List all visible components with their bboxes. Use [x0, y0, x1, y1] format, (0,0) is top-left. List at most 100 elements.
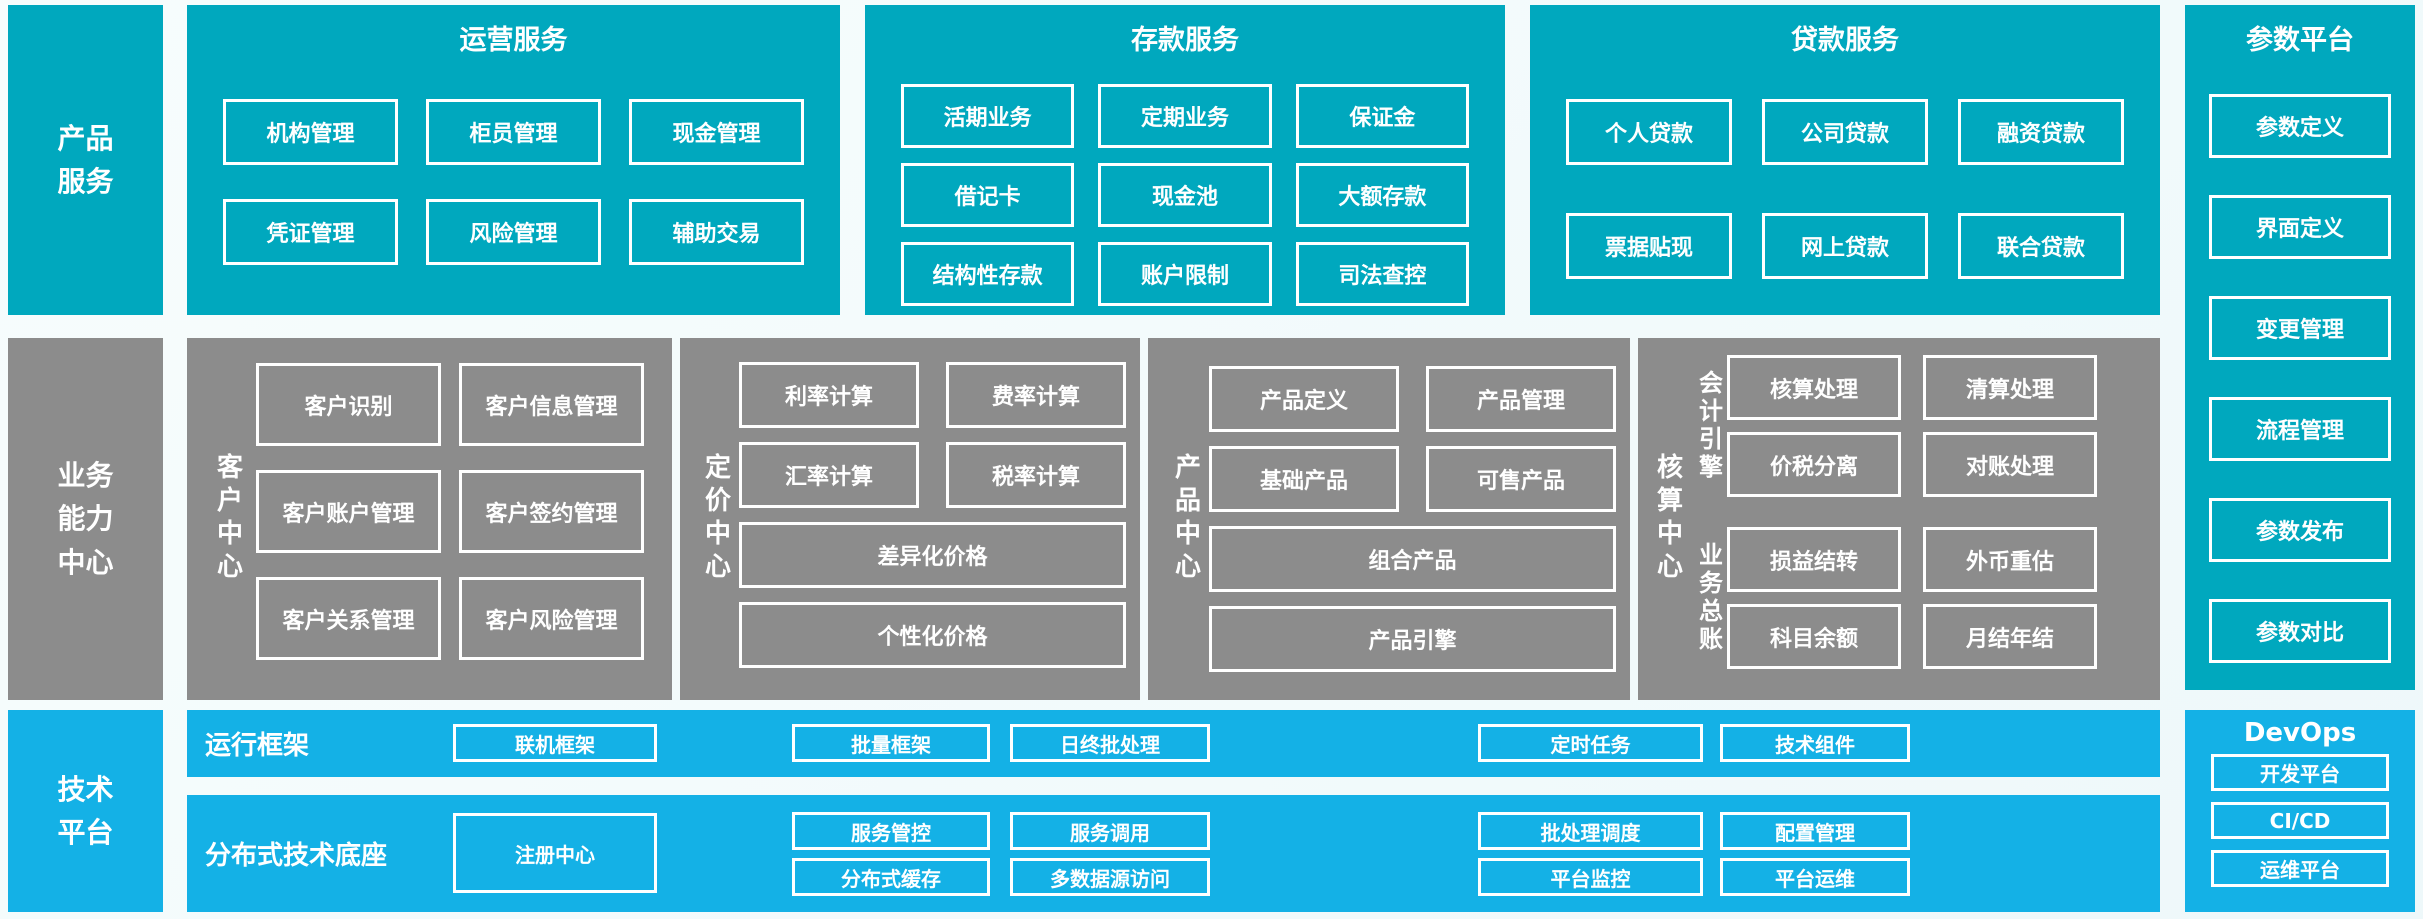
- diagram-box: 参数对比: [2209, 599, 2391, 663]
- product-services-label: 产品 服务: [57, 121, 114, 198]
- parameter-platform-panel: 参数平台 参数定义界面定义变更管理流程管理参数发布参数对比: [2185, 5, 2415, 690]
- diagram-box: 外币重估: [1923, 527, 2097, 592]
- diagram-box: 网上贷款: [1762, 213, 1928, 279]
- distributed-base-label: 分布式技术底座: [205, 841, 388, 871]
- diagram-box: 界面定义: [2209, 195, 2391, 259]
- deposit-services-grid: 活期业务定期业务保证金借记卡现金池大额存款结构性存款账户限制司法查控: [901, 84, 1469, 306]
- diagram-box: 科目余额: [1727, 604, 1901, 669]
- loan-services-panel: 贷款服务 个人贷款公司贷款融资贷款票据贴现网上贷款联合贷款: [1530, 5, 2160, 315]
- customer-center-label: 客户中心: [212, 453, 243, 585]
- diagram-box-wide: 组合产品: [1209, 526, 1616, 592]
- tech-platform-rail: 技术 平台: [8, 710, 163, 912]
- diagram-box: 个人贷款: [1566, 99, 1732, 165]
- diagram-box: 费率计算: [946, 362, 1126, 428]
- operations-services-panel: 运营服务 机构管理柜员管理现金管理凭证管理风险管理辅助交易: [187, 5, 840, 315]
- business-ledger-group: 业务总账 损益结转外币重估科目余额月结年结: [1691, 527, 2097, 669]
- product-center-content: 产品定义产品管理基础产品可售产品 组合产品 产品引擎: [1209, 366, 1616, 700]
- diagram-box: 技术组件: [1720, 724, 1910, 762]
- diagram-box: 平台运维: [1720, 858, 1910, 896]
- diagram-box: 利率计算: [739, 362, 919, 428]
- diagram-box: 客户关系管理: [256, 577, 441, 660]
- diagram-box: 客户识别: [256, 363, 441, 446]
- diagram-box: 账户限制: [1098, 242, 1272, 306]
- runtime-framework-label: 运行框架: [205, 731, 310, 761]
- diagram-box: 变更管理: [2209, 296, 2391, 360]
- diagram-box: 月结年结: [1923, 604, 2097, 669]
- product-center-label: 产品中心: [1170, 453, 1201, 585]
- diagram-box: 基础产品: [1209, 446, 1399, 512]
- registry-center-box: 注册中心: [453, 813, 657, 893]
- diagram-box: 平台监控: [1478, 858, 1703, 896]
- business-ledger-grid: 损益结转外币重估科目余额月结年结: [1727, 527, 2097, 669]
- parameter-platform-title: 参数平台: [2246, 25, 2354, 56]
- diagram-box: 风险管理: [426, 199, 601, 265]
- devops-title: DevOps: [2243, 718, 2357, 748]
- diagram-box: 配置管理: [1720, 812, 1910, 850]
- diagram-box-wide: 个性化价格: [739, 602, 1126, 668]
- diagram-box: 可售产品: [1426, 446, 1616, 512]
- diagram-box: 产品定义: [1209, 366, 1399, 432]
- accounting-engine-grid: 核算处理清算处理价税分离对账处理: [1727, 355, 2097, 497]
- parameter-platform-stack: 参数定义界面定义变更管理流程管理参数发布参数对比: [2209, 94, 2391, 663]
- accounting-center-panel: 核算中心 会计引擎 核算处理清算处理价税分离对账处理 业务总账 损益结转外币重估…: [1638, 338, 2160, 700]
- diagram-box: 公司贷款: [1762, 99, 1928, 165]
- diagram-box: 客户签约管理: [459, 470, 644, 553]
- operations-services-title: 运营服务: [459, 25, 568, 56]
- diagram-box: 机构管理: [223, 99, 398, 165]
- diagram-box: 客户信息管理: [459, 363, 644, 446]
- diagram-box: 损益结转: [1727, 527, 1901, 592]
- product-center-grid: 产品定义产品管理基础产品可售产品: [1209, 366, 1616, 512]
- tech-platform-label: 技术 平台: [57, 772, 114, 849]
- diagram-box: 客户风险管理: [459, 577, 644, 660]
- diagram-box: 流程管理: [2209, 397, 2391, 461]
- pricing-center-label: 定价中心: [700, 453, 731, 585]
- runtime-framework-panel: 运行框架 联机框架 批量框架 日终批处理 定时任务 技术组件: [187, 710, 2160, 777]
- diagram-box: 活期业务: [901, 84, 1075, 148]
- diagram-box: 现金管理: [629, 99, 804, 165]
- diagram-box: 联合贷款: [1958, 213, 2124, 279]
- product-services-rail: 产品 服务: [8, 5, 163, 315]
- diagram-box: 价税分离: [1727, 432, 1901, 497]
- operations-services-grid: 机构管理柜员管理现金管理凭证管理风险管理辅助交易: [223, 99, 804, 265]
- diagram-box: 柜员管理: [426, 99, 601, 165]
- pricing-center-panel: 定价中心 利率计算费率计算汇率计算税率计算 差异化价格 个性化价格: [680, 338, 1140, 700]
- diagram-box: 定期业务: [1098, 84, 1272, 148]
- loan-services-grid: 个人贷款公司贷款融资贷款票据贴现网上贷款联合贷款: [1566, 99, 2124, 279]
- diagram-box: 保证金: [1295, 84, 1469, 148]
- diagram-box: 凭证管理: [223, 199, 398, 265]
- diagram-box: 批量框架: [792, 724, 990, 762]
- diagram-box: 产品管理: [1426, 366, 1616, 432]
- accounting-engine-label: 会计引擎: [1694, 370, 1723, 482]
- business-ledger-label: 业务总账: [1694, 542, 1723, 654]
- customer-center-grid: 客户识别客户信息管理客户账户管理客户签约管理客户关系管理客户风险管理: [256, 363, 644, 700]
- diagram-box: 清算处理: [1923, 355, 2097, 420]
- accounting-center-label: 核算中心: [1652, 453, 1683, 585]
- diagram-box: 联机框架: [453, 724, 657, 762]
- diagram-box: 日终批处理: [1010, 724, 1210, 762]
- diagram-box: 现金池: [1098, 163, 1272, 227]
- diagram-box: 分布式缓存: [792, 858, 990, 896]
- customer-center-panel: 客户中心 客户识别客户信息管理客户账户管理客户签约管理客户关系管理客户风险管理: [187, 338, 672, 700]
- pricing-center-content: 利率计算费率计算汇率计算税率计算 差异化价格 个性化价格: [739, 362, 1126, 700]
- diagram-box: 税率计算: [946, 442, 1126, 508]
- diagram-box: 核算处理: [1727, 355, 1901, 420]
- diagram-box: 参数定义: [2209, 94, 2391, 158]
- diagram-box: 运维平台: [2211, 850, 2389, 887]
- diagram-box: 服务管控: [792, 812, 990, 850]
- deposit-services-panel: 存款服务 活期业务定期业务保证金借记卡现金池大额存款结构性存款账户限制司法查控: [865, 5, 1505, 315]
- diagram-box: 服务调用: [1010, 812, 1210, 850]
- deposit-services-title: 存款服务: [1131, 25, 1239, 56]
- diagram-box: 参数发布: [2209, 498, 2391, 562]
- diagram-box: 融资贷款: [1958, 99, 2124, 165]
- diagram-box: 多数据源访问: [1010, 858, 1210, 896]
- diagram-box: 汇率计算: [739, 442, 919, 508]
- loan-services-title: 贷款服务: [1791, 25, 1899, 56]
- diagram-box: 票据贴现: [1566, 213, 1732, 279]
- diagram-box-wide: 差异化价格: [739, 522, 1126, 588]
- accounting-center-content: 会计引擎 核算处理清算处理价税分离对账处理 业务总账 损益结转外币重估科目余额月…: [1691, 338, 2160, 700]
- diagram-box: 对账处理: [1923, 432, 2097, 497]
- diagram-box: 大额存款: [1295, 163, 1469, 227]
